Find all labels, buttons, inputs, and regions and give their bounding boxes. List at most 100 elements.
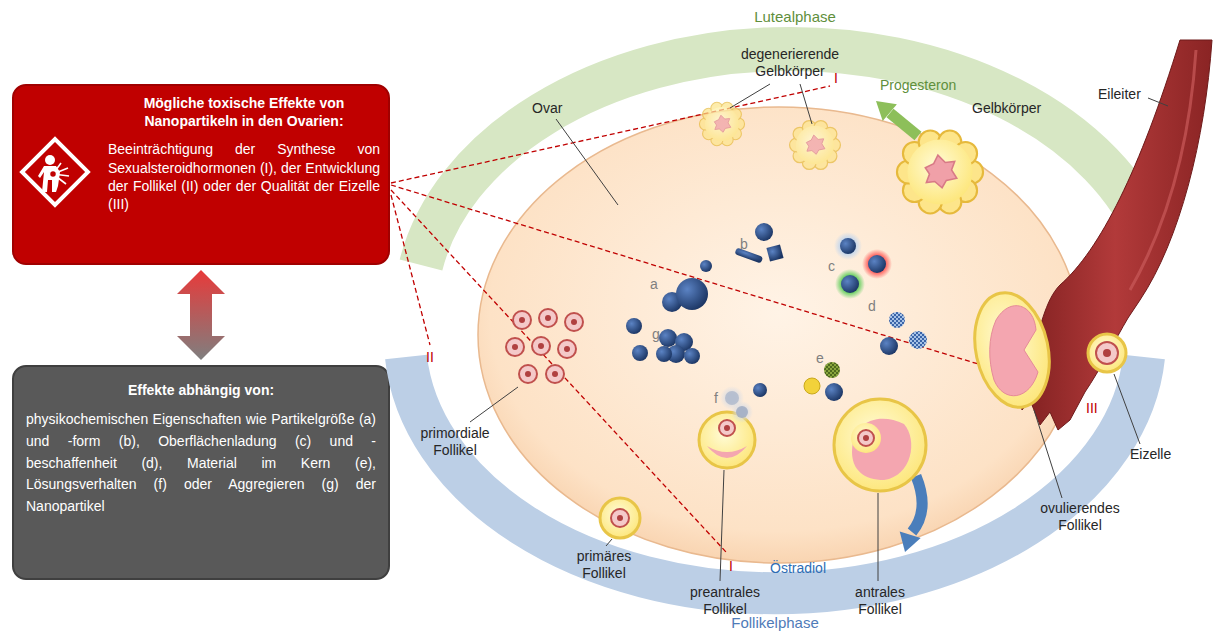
nanoparticle (825, 383, 843, 401)
egg-cell (1096, 342, 1118, 364)
primordial-follicles (558, 340, 576, 358)
corpus-luteum (790, 121, 841, 170)
part-label: primordiale Follikel (412, 425, 498, 459)
nanoparticle (632, 345, 648, 361)
primary-follicle (600, 498, 640, 538)
nanoparticle (841, 275, 859, 293)
part-label: degenerierende Gelbkörper (735, 46, 845, 80)
part-label: ovulierendes Follikel (1034, 500, 1126, 534)
oocyte-nucleus (571, 319, 577, 325)
primordial-follicles (565, 313, 583, 331)
ovulating-follicle (990, 306, 1038, 396)
part-label: Gelbkörper (972, 100, 1041, 117)
ovary-shape (470, 92, 1090, 572)
antral-follicle (858, 430, 874, 446)
part-label: Eizelle (1130, 446, 1171, 463)
ovary-outline (478, 107, 1080, 563)
nanoparticle (862, 249, 892, 279)
oocyte-nucleus (538, 343, 544, 349)
corpus-luteum (897, 131, 983, 214)
effects-box: Mögliche toxische Effekte von Nanopartik… (12, 84, 390, 265)
hazard-icon (45, 155, 55, 165)
oocyte-nucleus (545, 315, 551, 321)
callout-number: I (729, 558, 733, 575)
phase-band: Follikelphase (380, 320, 1170, 644)
nanoparticle (804, 378, 820, 394)
nanoparticle (835, 269, 865, 299)
oocyte-nucleus (512, 344, 518, 350)
factors-box: Effekte abhängig von:physikochemischen E… (12, 365, 390, 580)
oocyte-nucleus (525, 371, 531, 377)
nanoparticle (659, 329, 677, 347)
phase-label: Lutealphase (754, 8, 836, 25)
leader-line (1148, 98, 1168, 106)
callout-letter: g (652, 326, 660, 343)
nanoparticle (834, 232, 862, 260)
oocyte-nucleus (519, 317, 525, 323)
hazard-icon (50, 171, 57, 178)
preantral-follicle (707, 446, 747, 458)
primordial-follicles (506, 338, 524, 356)
nanoparticle (909, 331, 927, 349)
leader-line (878, 493, 879, 581)
antral-follicle (851, 423, 881, 453)
nanoparticle (880, 337, 898, 355)
hormone-label: Östradiol (770, 560, 826, 577)
nanoparticle (868, 255, 886, 273)
ovary: Ovar (470, 92, 1090, 572)
primary-follicle (600, 498, 640, 538)
nanoparticle (626, 318, 642, 334)
part-label: Eileiter (1098, 86, 1141, 103)
part-label: preantrales Follikel (684, 584, 766, 618)
hormone-label: Progesteron (880, 77, 956, 94)
preantral-follicle (724, 425, 730, 431)
egg-cell (1103, 349, 1111, 357)
nanoparticle (824, 362, 840, 378)
box-body: Beeinträchtigung der Synthese von Sexual… (108, 140, 380, 213)
hormone-arrow (876, 101, 897, 121)
corpus-luteum (699, 102, 744, 145)
callout-number: II (426, 349, 434, 366)
nanoparticle (700, 260, 712, 272)
callout-letter: b (740, 236, 748, 253)
nanoparticle (656, 346, 672, 362)
nanoparticle (889, 312, 905, 328)
primordial-follicles (513, 311, 531, 329)
primary-follicle (617, 515, 623, 521)
primary-follicle (611, 509, 629, 527)
callout-letter: a (650, 276, 658, 293)
nanoparticle (731, 401, 753, 423)
egg-cell (1088, 334, 1126, 372)
callout-number: I (834, 70, 838, 87)
callout-letter: f (714, 390, 718, 407)
primordial-follicles (532, 337, 550, 355)
organ-label: Ovar (532, 100, 562, 116)
nanoparticle (676, 278, 708, 310)
callout-letter: d (868, 298, 876, 315)
egg-cell (1088, 334, 1126, 372)
nanoparticle (755, 223, 773, 241)
callout-number: III (1086, 400, 1098, 417)
box-body: physikochemischen Eigenschaften wie Part… (26, 409, 376, 517)
nanoparticle (736, 406, 748, 418)
antral-follicle (852, 419, 911, 480)
nanoparticle (753, 383, 767, 397)
band-shape (380, 320, 1170, 644)
part-label: antrales Follikel (848, 584, 912, 618)
callout-letter: e (816, 350, 824, 367)
box-heading: Mögliche toxische Effekte von Nanopartik… (108, 94, 380, 130)
double-arrow (177, 270, 225, 360)
band-arc (406, 357, 1144, 593)
primordial-follicles (539, 309, 557, 327)
antral-follicle (834, 399, 926, 491)
primordial-follicles (519, 365, 537, 383)
preantral-follicle (719, 420, 735, 436)
leader-line (730, 84, 770, 108)
callout-letter: c (828, 258, 835, 275)
oocyte-nucleus (552, 371, 558, 377)
primordial-follicles (546, 365, 564, 383)
antral-follicle (863, 435, 869, 441)
nanoparticle (684, 348, 700, 364)
